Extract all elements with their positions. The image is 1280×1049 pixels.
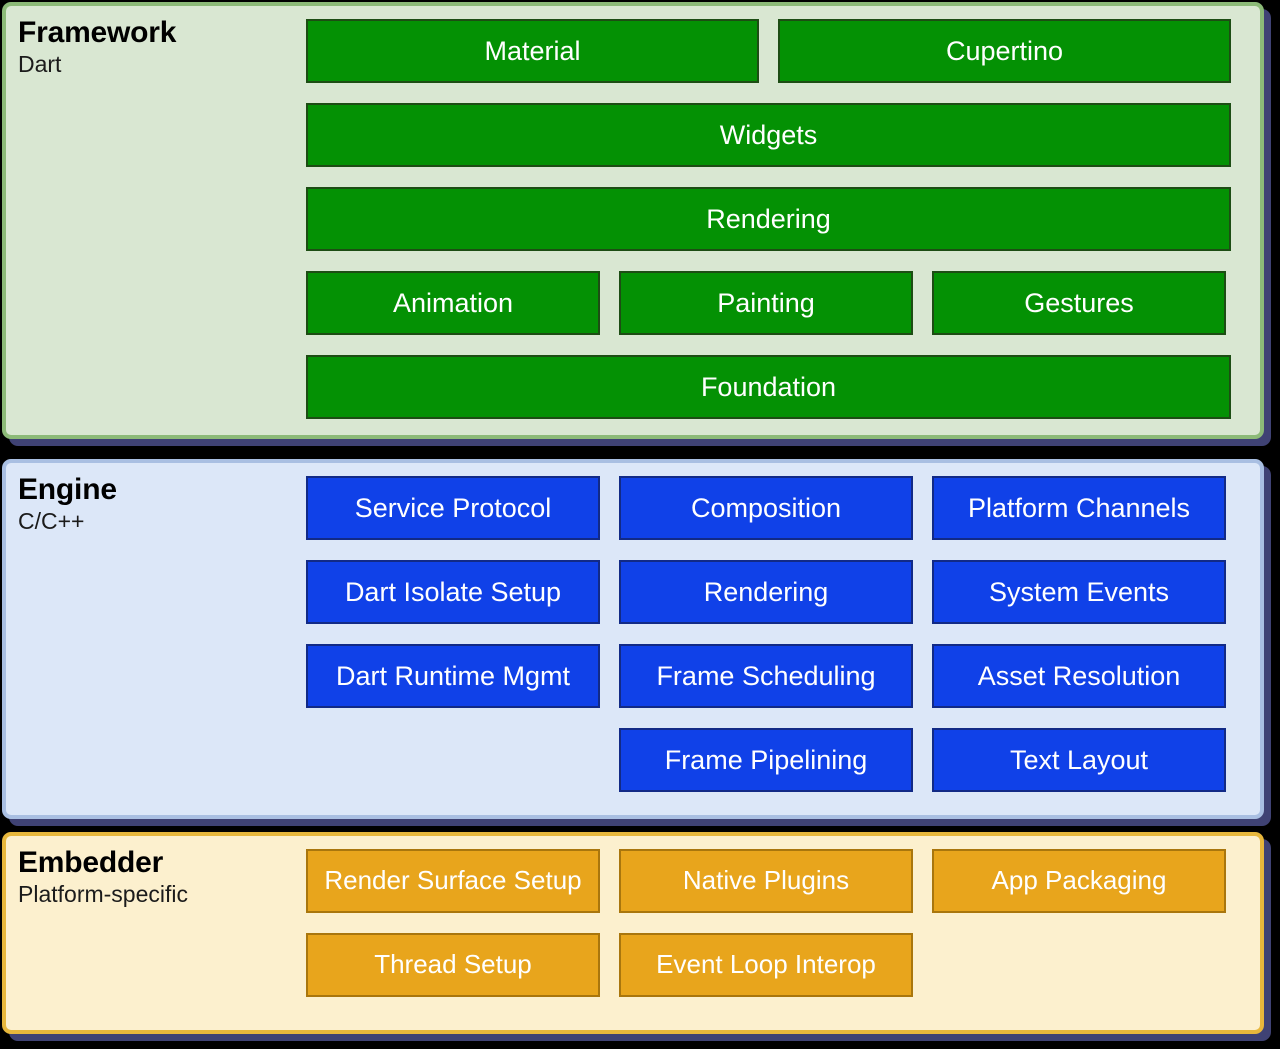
layer-framework-body: Material Cupertino Widgets Rendering Ani… [306, 6, 1260, 419]
layer-embedder-title: Embedder [18, 846, 164, 879]
engine-box-system-events[interactable]: System Events [932, 560, 1226, 624]
engine-row-4-spacer [306, 728, 600, 792]
embedder-row-2-spacer [932, 933, 1226, 997]
framework-row-3: Rendering [306, 187, 1242, 251]
engine-box-frame-scheduling[interactable]: Frame Scheduling [619, 644, 913, 708]
embedder-box-native-plugins[interactable]: Native Plugins [619, 849, 913, 913]
framework-box-rendering[interactable]: Rendering [306, 187, 1231, 251]
layer-embedder-header: Embedder Platform-specific [6, 836, 306, 908]
engine-box-platform-channels[interactable]: Platform Channels [932, 476, 1226, 540]
framework-row-5: Foundation [306, 355, 1242, 419]
layer-framework-subtitle: Dart [18, 50, 62, 77]
engine-row-2: Dart Isolate Setup Rendering System Even… [306, 560, 1242, 624]
layer-embedder: Embedder Platform-specific Render Surfac… [2, 832, 1264, 1034]
embedder-box-event-loop-interop[interactable]: Event Loop Interop [619, 933, 913, 997]
engine-row-3: Dart Runtime Mgmt Frame Scheduling Asset… [306, 644, 1242, 708]
layer-embedder-body: Render Surface Setup Native Plugins App … [306, 836, 1260, 997]
framework-row-2: Widgets [306, 103, 1242, 167]
framework-box-foundation[interactable]: Foundation [306, 355, 1231, 419]
embedder-box-render-surface-setup[interactable]: Render Surface Setup [306, 849, 600, 913]
layer-embedder-subtitle: Platform-specific [18, 880, 188, 907]
engine-box-frame-pipelining[interactable]: Frame Pipelining [619, 728, 913, 792]
engine-box-dart-runtime-mgmt[interactable]: Dart Runtime Mgmt [306, 644, 600, 708]
engine-box-service-protocol[interactable]: Service Protocol [306, 476, 600, 540]
layer-engine: Engine C/C++ Service Protocol Compositio… [2, 459, 1264, 819]
framework-box-material[interactable]: Material [306, 19, 759, 83]
framework-row-1: Material Cupertino [306, 19, 1242, 83]
layer-framework-title: Framework [18, 16, 177, 49]
embedder-row-2: Thread Setup Event Loop Interop [306, 933, 1242, 997]
layer-engine-title: Engine [18, 473, 117, 506]
layer-engine-body: Service Protocol Composition Platform Ch… [306, 463, 1260, 792]
engine-box-rendering[interactable]: Rendering [619, 560, 913, 624]
layer-framework: Framework Dart Material Cupertino Widget… [2, 2, 1264, 439]
framework-box-widgets[interactable]: Widgets [306, 103, 1231, 167]
framework-box-animation[interactable]: Animation [306, 271, 600, 335]
layer-engine-header: Engine C/C++ [6, 463, 306, 535]
framework-row-4: Animation Painting Gestures [306, 271, 1242, 335]
layer-engine-subtitle: C/C++ [18, 507, 85, 534]
engine-box-asset-resolution[interactable]: Asset Resolution [932, 644, 1226, 708]
engine-box-dart-isolate-setup[interactable]: Dart Isolate Setup [306, 560, 600, 624]
engine-row-4: Frame Pipelining Text Layout [306, 728, 1242, 792]
embedder-row-1: Render Surface Setup Native Plugins App … [306, 849, 1242, 913]
engine-row-1: Service Protocol Composition Platform Ch… [306, 476, 1242, 540]
framework-box-gestures[interactable]: Gestures [932, 271, 1226, 335]
engine-box-composition[interactable]: Composition [619, 476, 913, 540]
layer-framework-header: Framework Dart [6, 6, 306, 78]
engine-box-text-layout[interactable]: Text Layout [932, 728, 1226, 792]
embedder-box-app-packaging[interactable]: App Packaging [932, 849, 1226, 913]
embedder-box-thread-setup[interactable]: Thread Setup [306, 933, 600, 997]
framework-box-painting[interactable]: Painting [619, 271, 913, 335]
framework-box-cupertino[interactable]: Cupertino [778, 19, 1231, 83]
